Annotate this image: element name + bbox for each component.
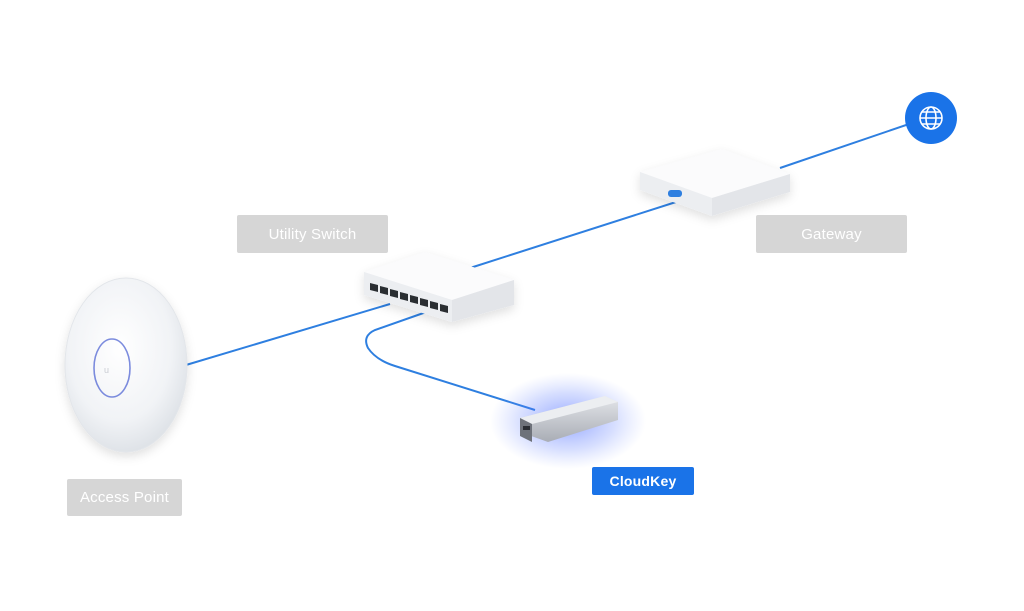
- link-switch-gateway: [469, 201, 677, 269]
- globe-icon: [919, 106, 943, 130]
- cloudkey-device: [490, 373, 646, 469]
- label-utility-switch: Utility Switch: [237, 215, 388, 253]
- connection-lines: [185, 122, 913, 411]
- gateway-device: [640, 149, 790, 216]
- svg-text:u: u: [104, 365, 109, 375]
- switch-ports: [370, 283, 448, 313]
- utility-switch-device: [364, 252, 514, 322]
- label-access-point: Access Point: [67, 479, 182, 516]
- gateway-status-led: [668, 190, 682, 197]
- access-point-led-ring: [93, 338, 131, 398]
- link-gateway-internet: [779, 122, 913, 169]
- link-ap-switch: [185, 303, 391, 366]
- label-cloudkey[interactable]: CloudKey: [592, 467, 694, 495]
- internet-node: [905, 92, 957, 144]
- label-gateway: Gateway: [756, 215, 907, 253]
- link-switch-cloudkey: [365, 309, 536, 411]
- access-point-device: u: [64, 277, 188, 453]
